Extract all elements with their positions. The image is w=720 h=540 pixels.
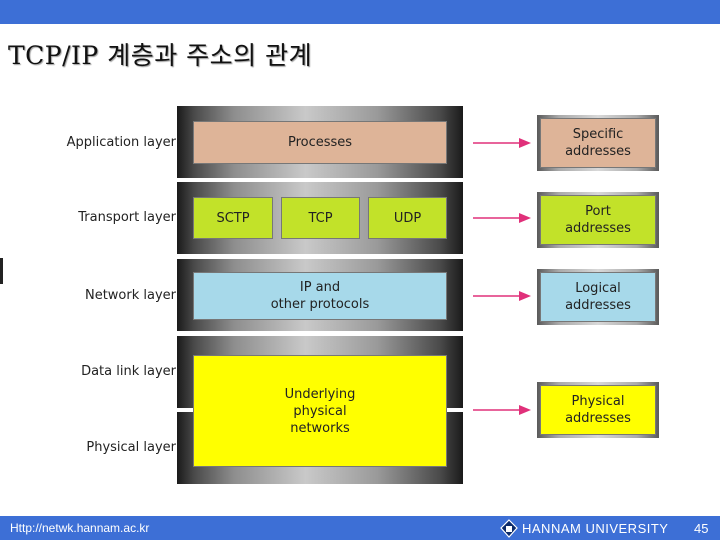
footer-url: Http://netwk.hannam.ac.kr: [10, 521, 150, 535]
specific-line2: addresses: [565, 144, 631, 159]
logical-line1: Logical: [575, 281, 621, 296]
arrow-right-icon: [473, 213, 531, 223]
physical-line2: addresses: [565, 411, 631, 426]
university-logo-icon: [500, 519, 518, 538]
port-line1: Port: [585, 204, 611, 219]
left-edge-mark: [0, 258, 3, 284]
tcpip-address-diagram: Application layer Transport layer Networ…: [60, 104, 660, 486]
layer-label-application: Application layer: [66, 135, 176, 150]
university-name: HANNAM UNIVERSITY: [522, 521, 669, 536]
underlying-line3: networks: [290, 420, 350, 436]
ip-label-line2: other protocols: [270, 297, 370, 312]
underlying-networks-box: Underlying physical networks: [193, 355, 447, 467]
tcp-box: TCP: [281, 197, 360, 239]
tcp-label: TCP: [308, 210, 333, 226]
footer-bar: [0, 516, 720, 540]
udp-label: UDP: [393, 210, 422, 226]
sctp-box: SCTP: [193, 197, 273, 239]
specific-addresses-box: Specific addresses: [540, 118, 656, 168]
layer-label-transport: Transport layer: [78, 210, 176, 225]
specific-line1: Specific: [572, 127, 624, 142]
logical-line2: addresses: [565, 298, 631, 313]
underlying-line1: Underlying: [284, 386, 356, 402]
underlying-line2: physical: [293, 403, 347, 419]
top-bar: [0, 0, 720, 24]
layer-label-physical: Physical layer: [86, 440, 176, 455]
port-addresses-box: Port addresses: [540, 195, 656, 245]
processes-label: Processes: [287, 135, 353, 150]
arrow-right-icon: [473, 138, 531, 148]
physical-line1: Physical: [571, 394, 625, 409]
ip-label-line1: IP and: [299, 280, 341, 295]
logical-addresses-box: Logical addresses: [540, 272, 656, 322]
arrow-right-icon: [473, 291, 531, 301]
udp-box: UDP: [368, 197, 447, 239]
ip-protocols-box: IP and other protocols: [193, 272, 447, 320]
arrow-right-icon: [473, 405, 531, 415]
layer-label-network: Network layer: [84, 288, 176, 303]
layer-label-datalink: Data link layer: [81, 364, 176, 379]
processes-box: Processes: [193, 121, 447, 164]
port-line2: addresses: [565, 221, 631, 236]
page-number: 45: [694, 521, 709, 536]
sctp-label: SCTP: [216, 210, 250, 226]
physical-addresses-box: Physical addresses: [540, 385, 656, 435]
slide-title: TCP/IP 계층과 주소의 관계: [8, 41, 313, 70]
